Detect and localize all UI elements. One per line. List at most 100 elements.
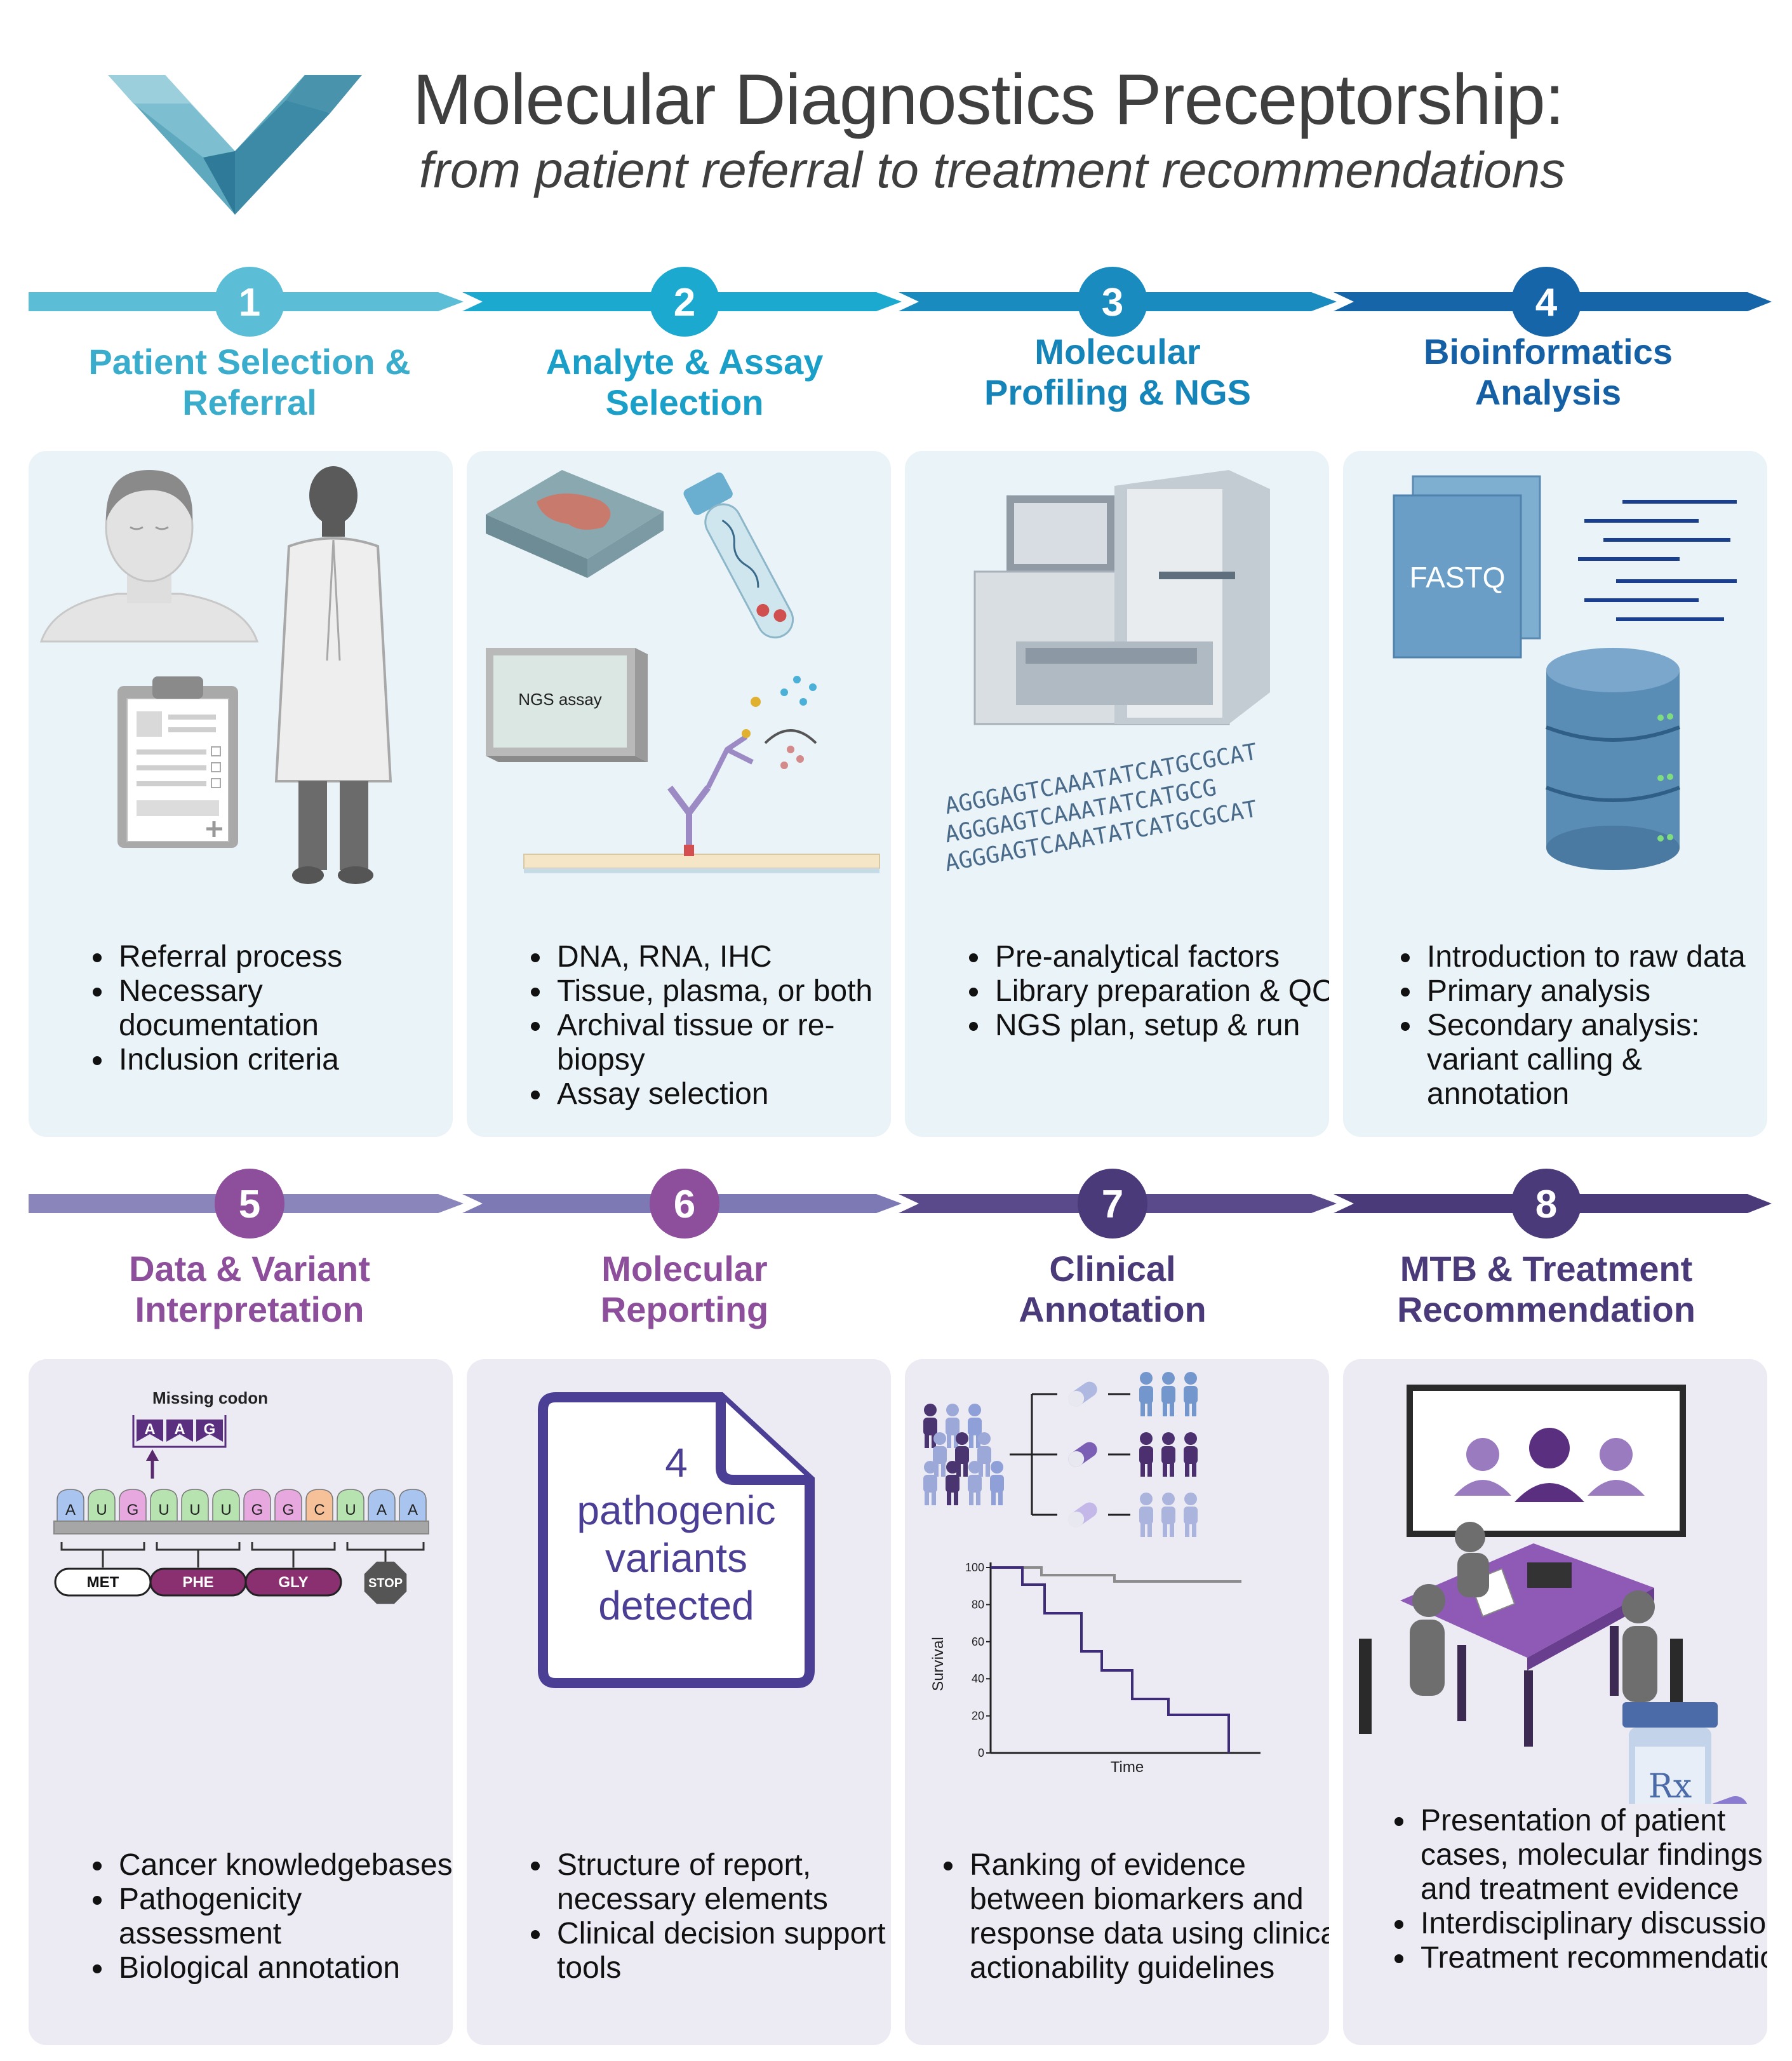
- bullet-item: Inclusion criteria: [115, 1043, 453, 1077]
- database-icon: [1545, 648, 1681, 870]
- step-4-title: Bioinformatics Analysis: [1339, 332, 1758, 413]
- step-4-number-circle: [1511, 267, 1581, 337]
- patient-cohort-icon: [923, 1404, 1004, 1505]
- clipboard-icon: [117, 676, 238, 848]
- step-3-panel: AGGGAGTCAAATATCATGCGCAT AGGGAGTCAAATATCA…: [905, 451, 1329, 1137]
- sequence-base-label: U: [220, 1501, 231, 1519]
- step-4-title-line1: Bioinformatics: [1423, 332, 1673, 372]
- step-3-title: Molecular Profiling & NGS: [908, 332, 1327, 413]
- bullet-item: Assay selection: [553, 1077, 891, 1111]
- presentation-screen-icon: [1407, 1385, 1686, 1537]
- bullet-item: DNA, RNA, IHC: [553, 940, 891, 974]
- step-5-title-line1: Data & Variant: [129, 1249, 370, 1289]
- step-3-bullets: Pre-analytical factors Library preparati…: [956, 940, 1329, 1043]
- step-7-bullets: Ranking of evidence between biomarkers a…: [930, 1848, 1329, 1985]
- step-4-number: 4: [1535, 281, 1558, 325]
- bioinformatics-illustration: FASTQ: [1393, 475, 1737, 870]
- bullet-item: Library preparation & QC: [991, 974, 1329, 1009]
- sequence-reads-icon: [1578, 500, 1737, 621]
- bullet-item: Archival tissue or re-biopsy: [553, 1009, 891, 1077]
- stop-sign-icon: [364, 1561, 407, 1604]
- codon-base-label: A: [144, 1421, 155, 1438]
- sequence-base: [119, 1489, 147, 1522]
- amino-acid-label: GLY: [278, 1574, 308, 1591]
- y-tick-label: 80: [972, 1598, 984, 1611]
- step-7-number-circle: [1078, 1169, 1147, 1239]
- step-2-panel: NGS assay DNA, RNA, IHC Tissue, plasma, …: [467, 451, 891, 1137]
- step-1-title: Patient Selection & Referral: [40, 342, 459, 423]
- sequence-base-label: A: [65, 1501, 76, 1519]
- step-6-title-line2: Reporting: [600, 1289, 769, 1329]
- process-arrow-bottom: 5 6 7 8: [29, 1169, 1772, 1239]
- sequence-base-label: A: [377, 1501, 387, 1519]
- sequencer-icon: [973, 470, 1270, 725]
- codon-base-label: A: [174, 1421, 185, 1438]
- fastq-file-icon: FASTQ: [1393, 475, 1541, 659]
- process-arrow-top: 1 2 3 4: [29, 267, 1772, 337]
- prescription-bottle-icon: Rx: [1622, 1702, 1718, 1804]
- step-5-title-line2: Interpretation: [135, 1289, 364, 1329]
- step-2-title-line1: Analyte & Assay: [545, 342, 824, 382]
- report-document-icon: [538, 1392, 815, 1688]
- codon-base: [196, 1420, 223, 1442]
- report-text-line: pathogenic: [577, 1487, 775, 1533]
- step-1-bullets: Referral process Necessary documentation…: [79, 940, 453, 1077]
- sequence-base-label: G: [251, 1501, 264, 1519]
- meeting-table-icon: [1400, 1543, 1654, 1747]
- missing-codon-label: Missing codon: [152, 1388, 268, 1407]
- step-7-number: 7: [1102, 1183, 1123, 1226]
- codon-base: [166, 1420, 193, 1442]
- step-6-title-line1: Molecular: [601, 1249, 768, 1289]
- step-5-title: Data & Variant Interpretation: [40, 1249, 459, 1330]
- sequence-base: [243, 1489, 271, 1522]
- bullet-item: Secondary analysis: variant calling & an…: [1423, 1009, 1767, 1111]
- sequence-base: [181, 1489, 209, 1522]
- step-1-title-line2: Referral: [182, 382, 317, 422]
- amino-acid-label: PHE: [182, 1574, 213, 1591]
- tumor-board-illustration: Rx: [1359, 1385, 1748, 1804]
- bullet-item: Introduction to raw data: [1423, 940, 1767, 974]
- step-4-title-line2: Analysis: [1474, 372, 1622, 412]
- sequence-base: [212, 1489, 240, 1522]
- sequence-base-label: G: [127, 1501, 139, 1519]
- survival-axis-label: Survival: [930, 1637, 947, 1691]
- bullet-item: Referral process: [115, 940, 453, 974]
- sequencer-illustration: AGGGAGTCAAATATCATGCGCAT AGGGAGTCAAATATCA…: [943, 470, 1270, 876]
- page-title: Molecular Diagnostics Preceptorship:: [413, 60, 1565, 139]
- report-illustration: 4 pathogenic variants detected: [538, 1392, 815, 1688]
- step-6-bullets: Structure of report, necessary elements …: [518, 1848, 891, 1985]
- step-7-title-line2: Annotation: [1019, 1289, 1207, 1329]
- step-1-number: 1: [239, 281, 260, 325]
- blood-tube-icon: [683, 472, 794, 639]
- step-1-title-line1: Patient Selection &: [88, 342, 411, 382]
- dna-sequence-text: AGGGAGTCAAATATCATGCGCAT AGGGAGTCAAATATCA…: [943, 739, 1259, 876]
- step-4-panel: FASTQ Introduction to raw data Primary a…: [1343, 451, 1767, 1137]
- step-8-bullets: Presentation of patient cases, molecular…: [1381, 1804, 1767, 1975]
- sequence-base: [337, 1489, 364, 1522]
- step-7-title-line1: Clinical: [1049, 1249, 1176, 1289]
- step-3-number-circle: [1078, 267, 1147, 337]
- y-tick-label: 0: [978, 1747, 984, 1759]
- step-1-panel: Referral process Necessary documentation…: [29, 451, 453, 1137]
- step-8-number-circle: [1511, 1169, 1581, 1239]
- step-3-title-line1: Molecular: [1034, 332, 1201, 372]
- patient-icon: [39, 470, 259, 643]
- step-3-number: 3: [1102, 281, 1123, 325]
- step-7-title: Clinical Annotation: [903, 1249, 1322, 1330]
- bullet-item: NGS plan, setup & run: [991, 1009, 1329, 1043]
- step-8-title-line1: MTB & Treatment: [1400, 1249, 1693, 1289]
- analyte-assay-illustration: NGS assay: [486, 470, 880, 873]
- sequence-base: [88, 1489, 116, 1522]
- bullet-item: Clinical decision support tools: [553, 1917, 891, 1985]
- y-tick-label: 60: [972, 1635, 984, 1648]
- sequence-base: [57, 1489, 84, 1522]
- time-axis-label: Time: [1111, 1759, 1144, 1776]
- step-2-title: Analyte & Assay Selection: [475, 342, 894, 423]
- doctor-icon: [274, 466, 392, 884]
- meeting-participants-icon: [1359, 1522, 1683, 1734]
- step-8-number: 8: [1535, 1183, 1557, 1226]
- y-tick-label: 40: [972, 1672, 984, 1685]
